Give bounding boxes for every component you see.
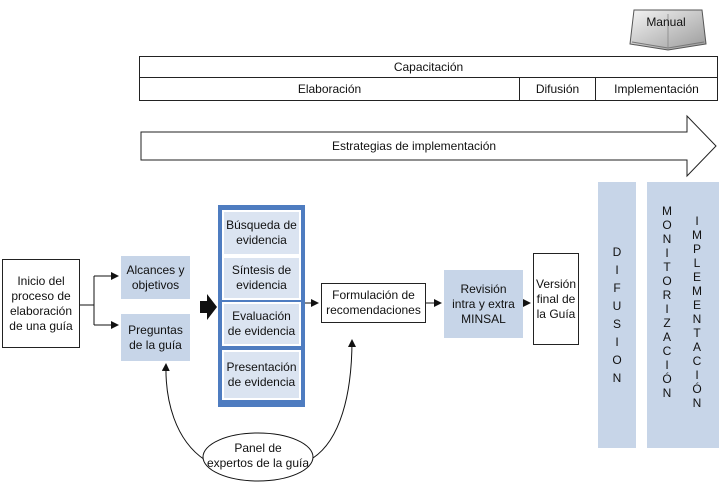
version-line: la Guía <box>536 306 576 321</box>
implementacion-letter: E <box>692 298 701 312</box>
revision-box: Revisión intra y extra MINSAL <box>444 270 523 338</box>
sintesis-box: Síntesis de evidencia <box>222 256 301 300</box>
evaluacion-line: Evaluación <box>232 309 291 323</box>
monitorizacion-letter: N <box>662 386 672 400</box>
busqueda-line: evidencia <box>236 233 287 247</box>
revision-line: intra y extra <box>452 296 515 311</box>
inicio-line: de una guía <box>9 318 73 333</box>
implementacion-letter: I <box>695 214 699 228</box>
inicio-box: Inicio del proceso de elaboración de una… <box>2 259 80 348</box>
estrategias-label: Estrategias de implementación <box>331 139 497 153</box>
implementacion-label: Implementación <box>614 82 699 96</box>
difusion-letter: O <box>612 353 622 367</box>
difusion-label: Difusión <box>535 82 580 96</box>
panel-line: Panel de <box>234 441 282 455</box>
busqueda-box: Búsqueda de evidencia <box>222 210 301 256</box>
monitorizacion-letter: Z <box>663 316 671 330</box>
difusion-letter: I <box>615 263 619 277</box>
monitorizacion-letter: C <box>662 344 672 358</box>
sintesis-line: evidencia <box>236 278 287 292</box>
implementacion-letter: N <box>692 396 702 410</box>
difusion-letter: S <box>612 317 621 331</box>
implementacion-letter: C <box>692 354 702 368</box>
implementacion-letter: M <box>692 284 702 298</box>
version-line: final de <box>536 291 576 306</box>
inicio-line: elaboración <box>9 303 73 318</box>
monitorizacion-column: M O N I T O R I Z A C I Ó N I M P L E M … <box>647 182 719 448</box>
implementacion-letter: A <box>692 340 701 354</box>
manual-book-icon <box>628 6 708 52</box>
presentacion-line: Presentación <box>226 360 297 374</box>
implementacion-letter: T <box>693 326 701 340</box>
implementacion-letter: Ó <box>692 382 702 396</box>
preguntas-line: Preguntas <box>128 322 183 337</box>
monitorizacion-letter: T <box>663 260 671 274</box>
difusion-letter: F <box>613 281 621 295</box>
presentacion-line: de evidencia <box>227 375 296 389</box>
revision-line: MINSAL <box>461 311 506 326</box>
manual-label: Manual <box>646 15 686 29</box>
monitorizacion-letter: I <box>665 302 669 316</box>
monitorizacion-letter: O <box>662 218 672 232</box>
monitorizacion-letter: R <box>662 288 672 302</box>
implementacion-text: I M P L E M E N T A C I Ó N <box>687 214 707 410</box>
presentacion-box: Presentación de evidencia <box>222 350 301 400</box>
monitorizacion-letter: Ó <box>662 372 672 386</box>
capacitacion-label: Capacitación <box>393 60 464 74</box>
monitorizacion-letter: I <box>665 358 669 372</box>
difusion-letter: D <box>612 245 622 259</box>
elaboracion-label: Elaboración <box>297 82 362 96</box>
implementacion-letter: E <box>692 270 701 284</box>
implementacion-letter: P <box>692 242 701 256</box>
sintesis-line: Síntesis de <box>231 263 292 277</box>
preguntas-box: Preguntas de la guía <box>121 314 190 361</box>
difusion-bar: Difusión <box>519 77 596 101</box>
monitorizacion-letter: O <box>662 274 672 288</box>
panel-line: expertos de la guía <box>206 456 310 470</box>
version-line: Versión <box>535 276 577 291</box>
implementacion-letter: L <box>693 256 701 270</box>
evaluacion-box: Evaluación de evidencia <box>222 302 301 346</box>
preguntas-line: de la guía <box>129 337 182 352</box>
difusion-letter: N <box>612 371 622 385</box>
monitorizacion-text: M O N I T O R I Z A C I Ó N <box>657 204 677 400</box>
difusion-column: D I F U S I O N <box>598 182 636 448</box>
monitorizacion-letter: I <box>665 246 669 260</box>
panel-label: Panel de expertos de la guía <box>203 441 313 471</box>
revision-line: Revisión <box>460 281 507 296</box>
formulacion-box: Formulación de recomendaciones <box>321 283 426 323</box>
alcances-line: Alcances y <box>126 262 185 277</box>
implementacion-letter: N <box>692 312 702 326</box>
monitorizacion-letter: N <box>662 232 672 246</box>
formulacion-line: Formulación de <box>332 288 415 302</box>
alcances-line: objetivos <box>131 277 180 292</box>
monitorizacion-letter: M <box>662 204 672 218</box>
difusion-letter: I <box>615 335 619 349</box>
formulacion-line: recomendaciones <box>326 303 421 317</box>
inicio-line: Inicio del <box>17 273 65 288</box>
busqueda-line: Búsqueda de <box>226 218 297 232</box>
monitorizacion-letter: A <box>662 330 671 344</box>
implementacion-letter: I <box>695 368 699 382</box>
inicio-line: proceso de <box>11 288 71 303</box>
alcances-box: Alcances y objetivos <box>121 256 190 299</box>
version-box: Versión final de la Guía <box>533 253 579 345</box>
implementacion-letter: M <box>692 228 702 242</box>
difusion-letter: U <box>612 299 622 313</box>
evaluacion-line: de evidencia <box>227 324 296 338</box>
elaboracion-bar: Elaboración <box>139 77 520 101</box>
implementacion-bar: Implementación <box>595 77 718 101</box>
